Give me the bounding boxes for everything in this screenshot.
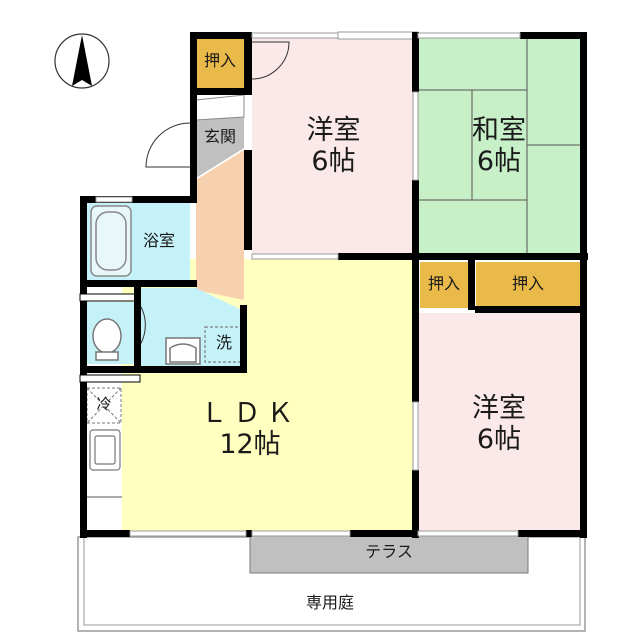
kitchen-sink-icon <box>86 429 122 498</box>
entrance-step <box>195 94 245 121</box>
wash-basin-icon <box>165 337 201 365</box>
terrace-label: テラス <box>365 542 413 561</box>
closet-top-left-fill <box>196 38 244 88</box>
windows <box>95 32 521 537</box>
toilet-icon <box>92 318 122 361</box>
ldk-label: ＬＤＫ 12帖 <box>150 398 350 460</box>
bathroom-label: 浴室 <box>142 231 175 250</box>
walls <box>79 31 588 538</box>
western-room-2-fill <box>418 313 580 531</box>
terrace-area <box>249 535 529 574</box>
closet-mid-left-label: 押入 <box>427 274 460 293</box>
closet-mid-right-fill <box>476 262 580 308</box>
closet-mid-left-fill <box>420 262 468 308</box>
western-room-1-fill <box>252 38 415 256</box>
door-swings <box>139 41 290 346</box>
japanese-room-label: 和室 6帖 <box>418 115 580 177</box>
tatami-lines <box>418 38 580 259</box>
fridge-label: 冷 <box>96 395 112 413</box>
japanese-room-fill <box>418 38 580 259</box>
entrance-fill <box>196 117 244 178</box>
washer-label: 洗 <box>215 333 232 352</box>
entrance-label: 玄関 <box>203 127 236 146</box>
hallway-fill <box>196 150 244 300</box>
closet-top-left-label: 押入 <box>203 51 236 70</box>
japanese-room-name: 和室 <box>472 115 526 146</box>
north-arrow-icon <box>54 33 110 89</box>
western-room-2-size: 6帖 <box>476 424 522 456</box>
ldk-name: ＬＤＫ <box>200 398 300 429</box>
bathtub-icon <box>90 205 132 277</box>
western-room-1-label: 洋室 6帖 <box>252 115 415 177</box>
closet-mid-right-label: 押入 <box>511 274 544 293</box>
western-room-2-name: 洋室 <box>472 393 526 424</box>
private-garden-label: 専用庭 <box>305 593 354 612</box>
japanese-room-size: 6帖 <box>476 146 522 178</box>
western-room-1-name: 洋室 <box>306 115 361 146</box>
western-room-2-label: 洋室 6帖 <box>418 393 580 455</box>
western-room-1-size: 6帖 <box>311 146 356 178</box>
ldk-size: 12帖 <box>219 429 281 461</box>
